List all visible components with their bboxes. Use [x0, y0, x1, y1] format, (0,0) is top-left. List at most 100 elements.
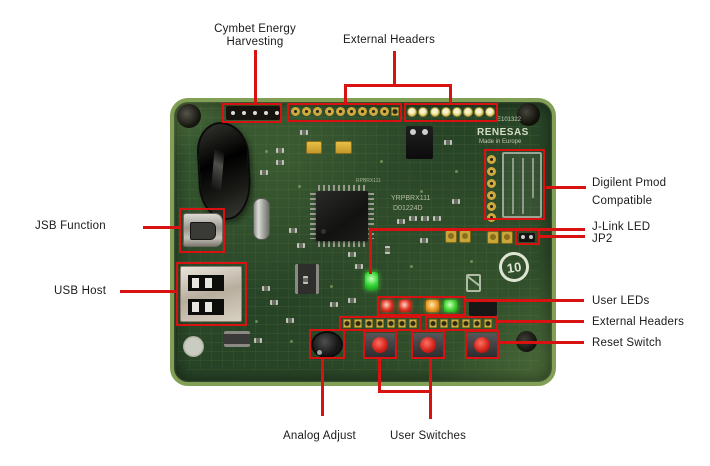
usb-contact	[205, 278, 212, 288]
header-pad	[462, 319, 470, 328]
label-line: Digilent Pmod	[592, 177, 667, 189]
passive-component	[385, 246, 390, 254]
passive-component	[289, 228, 297, 233]
usb-slot	[188, 299, 224, 315]
callout-box-external-header-top-1	[287, 103, 402, 122]
label-line: Harvesting	[226, 36, 284, 48]
passive-component	[300, 130, 308, 135]
callout-line-jlink-horizontal	[369, 228, 585, 231]
mounting-hole-bottom-left	[183, 336, 204, 357]
reset-switch-button	[467, 333, 497, 358]
header-pad	[463, 107, 473, 117]
user-led-red-2	[399, 300, 411, 312]
gold-trimmer	[445, 230, 457, 243]
header-pad	[336, 107, 345, 116]
silkscreen-board-name: YRPBRX111	[391, 195, 431, 202]
passive-component	[270, 300, 278, 305]
jp2-jumper	[519, 233, 535, 242]
label-usb-function: JSB Function	[35, 220, 106, 232]
header-pad	[440, 319, 448, 328]
mcu-pins-right	[367, 193, 374, 239]
mcu-pin1-dot	[321, 229, 326, 234]
callout-line-ext-top-drop-left	[344, 84, 347, 105]
mcu-pins-left	[310, 193, 317, 239]
header-pad	[452, 107, 462, 117]
battery-holder-glare	[211, 133, 226, 190]
header-pad	[380, 107, 389, 116]
user-led-orange	[426, 300, 439, 312]
user-switch-2	[413, 333, 443, 358]
header-pad	[358, 107, 367, 116]
analog-adjust-pot	[311, 331, 343, 358]
mounting-hole-top-right	[517, 103, 540, 126]
switch-cap	[474, 337, 490, 353]
mini-usb-connector	[183, 213, 223, 247]
usb-slot	[188, 275, 224, 291]
callout-line-usb-function	[143, 226, 179, 229]
weee-mark	[466, 274, 481, 292]
label-line: Cymbet Energy	[214, 23, 296, 35]
header-pad	[429, 319, 437, 328]
pmod-pin	[522, 158, 524, 214]
callout-line-jlink-vertical	[369, 230, 372, 274]
passive-component	[297, 243, 305, 248]
header-pad	[474, 107, 484, 117]
callout-line-user-leds	[466, 299, 584, 302]
header-pad	[484, 319, 492, 328]
header-pad	[409, 319, 417, 328]
callout-line-ext-top-drop-right	[449, 84, 452, 105]
header-pad	[325, 107, 334, 116]
passive-component	[262, 286, 270, 291]
header-pad	[391, 107, 399, 116]
small-ic	[224, 331, 250, 347]
header-pad	[398, 319, 406, 328]
debug-connector	[406, 126, 433, 159]
label-usb-host: USB Host	[54, 285, 107, 297]
header-pad	[451, 319, 459, 328]
crystal-oscillator	[253, 198, 270, 240]
passive-component	[286, 318, 294, 323]
callout-box-user-switch-1	[363, 330, 397, 359]
label-reset-switch: Reset Switch	[592, 337, 662, 349]
silkscreen-board-code: D01224D	[393, 205, 423, 212]
mcu-pins-bottom	[318, 240, 366, 247]
callout-box-user-leds	[377, 296, 466, 316]
callout-box-external-header-bottom-1	[339, 316, 421, 331]
header-pad	[441, 107, 451, 117]
gold-trimmer	[459, 230, 471, 243]
capacitor	[335, 141, 352, 154]
via	[420, 190, 423, 193]
passive-component	[433, 216, 441, 221]
callout-line-user-switch-1	[378, 359, 381, 393]
header-pin	[231, 111, 235, 115]
label-line: Compatible	[592, 195, 653, 207]
callout-box-cymbet	[222, 103, 282, 123]
silkscreen-part-code: E101322	[497, 117, 522, 123]
header-pin	[253, 111, 257, 115]
pot-marker	[317, 350, 322, 355]
via	[298, 185, 301, 188]
header-pin	[264, 111, 268, 115]
mounting-hole-top-left	[177, 104, 201, 128]
header-pad	[418, 107, 428, 117]
callout-box-reset-switch	[465, 330, 499, 359]
jumper-pin	[529, 235, 533, 239]
header-pad	[473, 319, 481, 328]
header-pad	[387, 319, 395, 328]
callout-box-external-header-top-2	[404, 103, 498, 122]
capacitor	[306, 141, 322, 154]
usb-contact	[192, 302, 199, 312]
via	[470, 260, 473, 263]
pmod-pin	[532, 158, 534, 198]
label-digilent-pmod: Digilent Pmod Compatible	[592, 174, 702, 210]
via	[455, 170, 458, 173]
header-pad	[485, 107, 495, 117]
passive-component	[330, 302, 338, 307]
callout-line-user-switch-2	[429, 359, 432, 419]
callout-line-user-switch-bracket	[378, 390, 432, 393]
jlink-led	[365, 272, 378, 290]
callout-line-analog	[321, 359, 324, 416]
passive-component	[444, 140, 452, 145]
switch-cap	[420, 337, 436, 353]
